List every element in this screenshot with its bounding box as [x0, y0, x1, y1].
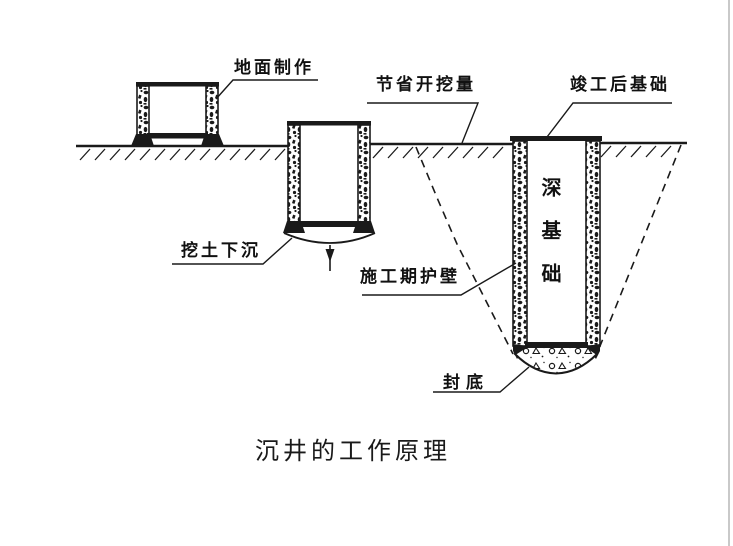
label-bottom-seal: 封底 — [443, 373, 489, 393]
stage1-top-edge — [136, 82, 219, 87]
ground-hatching-right — [600, 145, 672, 158]
stage2-bottom-edge — [298, 221, 360, 227]
leader-lines — [172, 79, 672, 393]
leader-ground-fabrication — [215, 79, 318, 100]
leader-construction-wall — [362, 262, 517, 296]
stage2-top-edge — [287, 121, 371, 126]
stage1-left-wall — [136, 85, 150, 136]
caisson-stage1-on-ground — [131, 82, 224, 146]
stage2-right-cutting-edge — [353, 221, 375, 233]
stage1-left-cutting-edge — [131, 134, 154, 146]
label-construction-wall: 施工期护壁 — [360, 267, 460, 287]
leader-saved-excavation — [367, 102, 480, 144]
label-ground-fabrication: 地面制作 — [234, 58, 314, 78]
leader-excavate-sink — [172, 237, 293, 265]
caisson-stage3-completed — [510, 136, 602, 375]
label-saved-excavation: 节省开挖量 — [376, 75, 476, 95]
stage3-seal-top-edge — [525, 342, 588, 348]
stage1-right-cutting-edge — [201, 134, 224, 146]
slope-line-left — [415, 146, 514, 355]
stage2-left-cutting-edge — [283, 221, 305, 233]
open-cut-slope-lines — [415, 144, 682, 355]
label-excavate-sink: 挖土下沉 — [181, 241, 261, 261]
stage2-right-wall — [357, 124, 371, 224]
page-right-border — [728, 0, 730, 546]
label-deep-foundation: 深基础 — [538, 177, 562, 306]
stage3-top-edge — [510, 136, 602, 141]
slope-line-right — [597, 144, 682, 352]
stage1-right-wall — [205, 85, 219, 136]
stage3-right-wall — [585, 140, 601, 347]
stage3-left-wall — [512, 140, 528, 347]
sinking-direction-arrow — [325, 245, 335, 271]
diagram-caption: 沉井的工作原理 — [255, 439, 451, 465]
ground-hatching-left — [79, 148, 286, 161]
stage2-left-wall — [287, 124, 301, 224]
leader-bottom-seal — [433, 366, 530, 393]
label-completed-foundation: 竣工后基础 — [570, 75, 670, 95]
stage1-bottom-edge — [147, 133, 208, 139]
stage2-excavation-curve — [283, 232, 376, 244]
caisson-stage2-sinking — [283, 121, 376, 271]
stage3-bottom-seal-concrete — [513, 346, 599, 375]
ground-surface — [76, 141, 687, 161]
leader-completed-foundation — [546, 102, 672, 138]
ground-hatching-mid — [372, 146, 504, 159]
